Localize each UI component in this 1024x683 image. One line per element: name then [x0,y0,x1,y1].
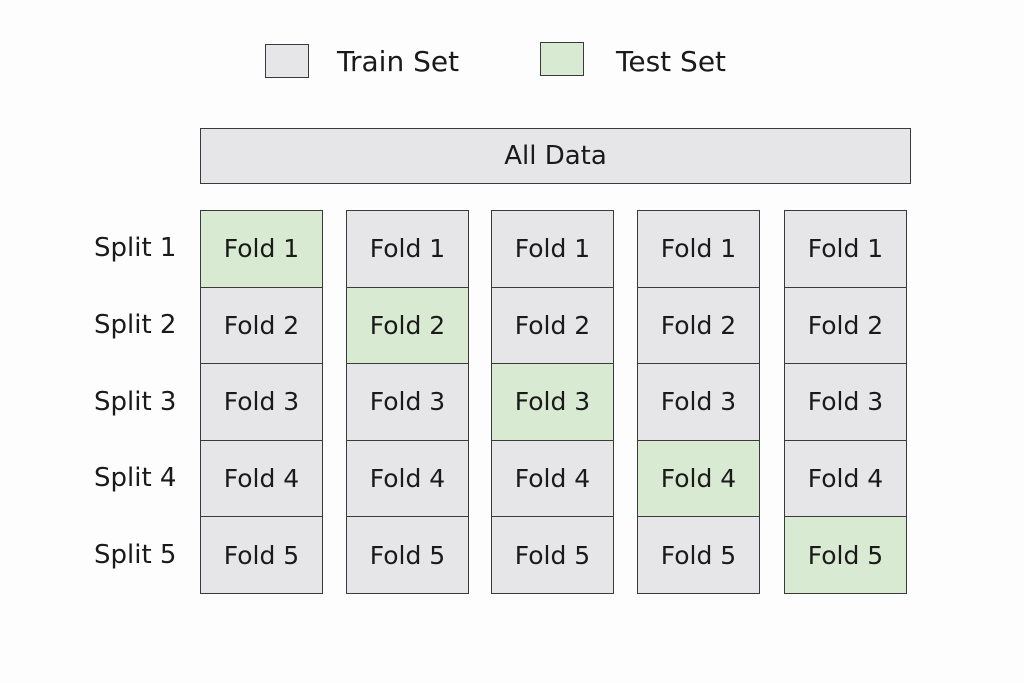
train-fold-cell: Fold 5 [492,516,613,593]
split-label-2: Split 2 [94,309,177,340]
train-set-label: Train Set [337,45,460,78]
all-data-bar: All Data [200,128,911,184]
train-fold-cell: Fold 4 [201,439,322,517]
train-fold-cell: Fold 2 [201,286,322,364]
split-label-4: Split 4 [94,463,177,494]
train-set-swatch [265,44,309,78]
test-fold-cell: Fold 5 [785,516,906,593]
all-data-label: All Data [504,141,607,171]
train-fold-cell: Fold 1 [785,211,906,287]
split-label-3: Split 3 [94,386,177,417]
train-fold-cell: Fold 3 [638,363,759,440]
split-label-1: Split 1 [94,233,177,263]
test-fold-cell: Fold 1 [201,211,322,287]
train-fold-cell: Fold 2 [785,286,906,364]
test-set-swatch [540,42,584,76]
train-fold-cell: Fold 5 [347,516,468,593]
train-fold-cell: Fold 5 [201,516,322,593]
train-fold-cell: Fold 3 [785,363,906,440]
test-fold-cell: Fold 2 [347,286,468,364]
train-fold-cell: Fold 4 [492,439,613,517]
train-fold-cell: Fold 3 [347,363,468,440]
train-fold-cell: Fold 1 [347,211,468,287]
train-fold-cell: Fold 2 [638,286,759,364]
train-fold-cell: Fold 4 [347,439,468,517]
train-fold-cell: Fold 1 [492,211,613,287]
split-label-5: Split 5 [94,540,177,571]
train-fold-cell: Fold 5 [638,516,759,593]
train-fold-cell: Fold 1 [638,211,759,287]
test-fold-cell: Fold 3 [492,363,613,440]
train-fold-cell: Fold 3 [201,363,322,440]
train-fold-cell: Fold 2 [492,286,613,364]
test-set-label: Test Set [616,45,727,78]
test-fold-cell: Fold 4 [638,439,759,517]
train-fold-cell: Fold 4 [785,439,906,517]
